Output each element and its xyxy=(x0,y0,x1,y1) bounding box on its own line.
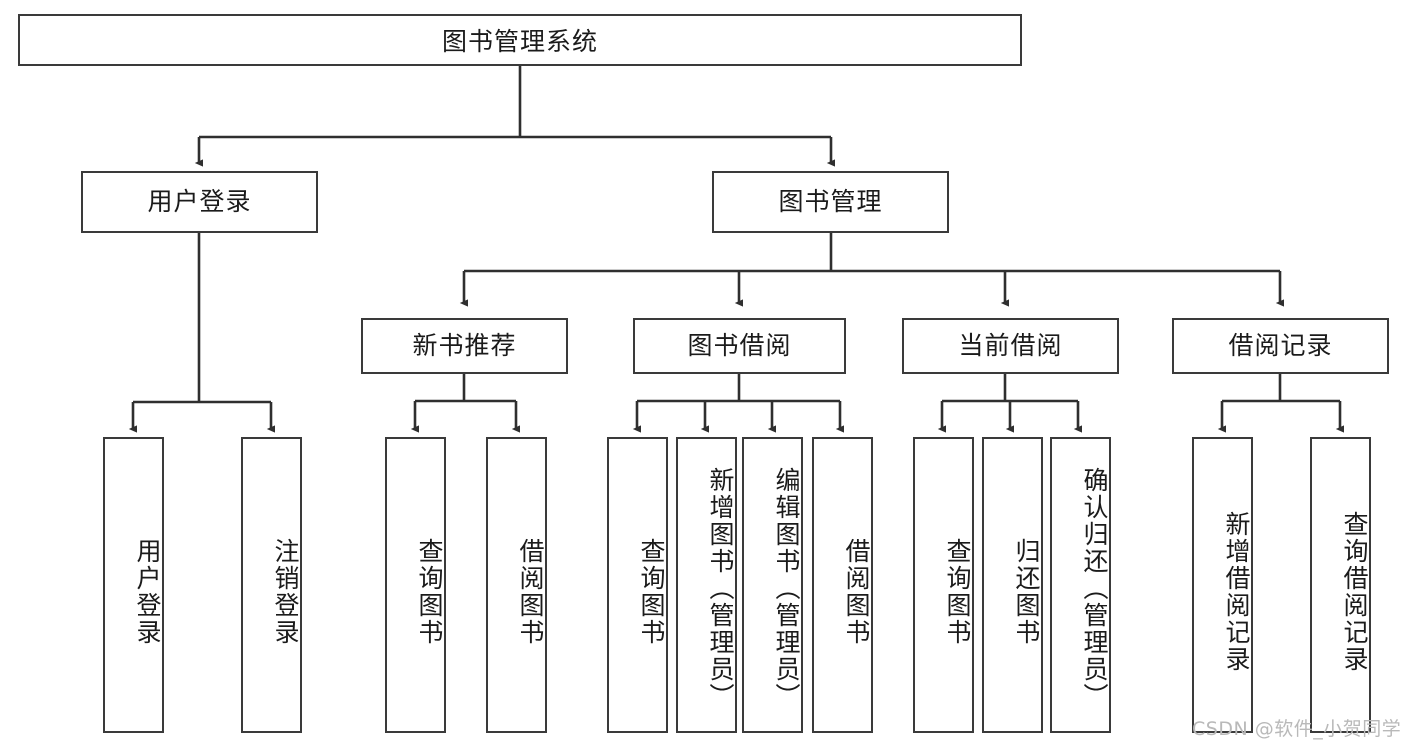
node-book-management[interactable]: 图书管理 xyxy=(712,171,949,233)
leaf-query-borrow-record[interactable]: 查询借阅记录 xyxy=(1310,437,1371,733)
watermark-credit: CSDN @软件_小贺同学 xyxy=(1192,718,1402,740)
node-book-borrow[interactable]: 图书借阅 xyxy=(633,318,846,374)
node-new-book-recommend[interactable]: 新书推荐 xyxy=(361,318,568,374)
leaf-add-borrow-record[interactable]: 新增借阅记录 xyxy=(1192,437,1253,733)
leaf-confirm-return-admin[interactable]: 确认归还（管理员） xyxy=(1050,437,1111,733)
leaf-add-book-admin[interactable]: 新增图书（管理员） xyxy=(676,437,737,733)
leaf-edit-book-admin[interactable]: 编辑图书（管理员） xyxy=(742,437,803,733)
node-borrow-record[interactable]: 借阅记录 xyxy=(1172,318,1389,374)
leaf-query-book-new-recommend[interactable]: 查询图书 xyxy=(385,437,446,733)
node-root-system[interactable]: 图书管理系统 xyxy=(18,14,1022,66)
leaf-user-login[interactable]: 用户登录 xyxy=(103,437,164,733)
leaf-user-logout[interactable]: 注销登录 xyxy=(241,437,302,733)
leaf-query-book-borrow[interactable]: 查询图书 xyxy=(607,437,668,733)
leaf-query-book-current[interactable]: 查询图书 xyxy=(913,437,974,733)
node-user-login[interactable]: 用户登录 xyxy=(81,171,318,233)
leaf-borrow-book-borrow[interactable]: 借阅图书 xyxy=(812,437,873,733)
leaf-borrow-book-new-recommend[interactable]: 借阅图书 xyxy=(486,437,547,733)
node-current-borrow[interactable]: 当前借阅 xyxy=(902,318,1119,374)
leaf-return-book[interactable]: 归还图书 xyxy=(982,437,1043,733)
